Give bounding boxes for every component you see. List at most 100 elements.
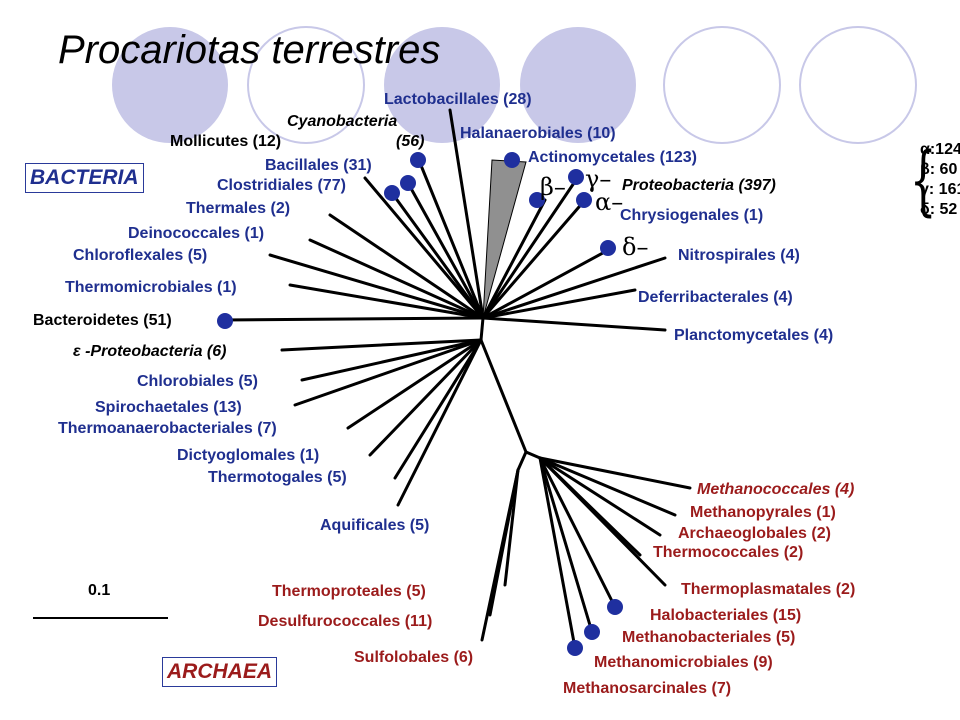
tree-branch [481,198,587,320]
label-desulfurococcales: Desulfurococcales (11) [258,613,432,630]
page-title: Procariotas terrestres [58,28,441,72]
label-cyanobacteria: Cyanobacteria [287,113,397,130]
background-circle [112,27,228,143]
label-cyanobacteria_count: (56) [396,133,424,150]
tree-branch [393,338,483,480]
tree-dot [529,192,545,208]
tree-branch [479,338,528,454]
archaea-domain-box: ARCHAEA [162,657,277,687]
tree-branch [538,456,667,587]
greek-beta: β– [540,173,566,201]
label-thermotogales: Thermotogales (5) [208,469,347,486]
count-gamma: γ: 161 [920,181,960,198]
tree-branch [406,181,485,320]
label-halanaerobiales: Halanaerobiales (10) [460,125,616,142]
label-thermomicrobiales: Thermomicrobiales (1) [65,279,237,296]
tree-branch [220,316,485,322]
tree-branch [481,256,667,320]
tree-branch [363,176,485,320]
label-dictyoglomales: Dictyoglomales (1) [177,447,319,464]
tree-dot [584,624,600,640]
label-methanosarcinales: Methanosarcinales (7) [563,680,731,697]
label-chlorobiales: Chlorobiales (5) [137,373,258,390]
tree-dot [504,152,520,168]
tree-branch [481,175,580,320]
scale-bar [33,617,168,619]
tree-branch [288,283,485,320]
label-methanobacteriales: Methanobacteriales (5) [622,629,795,646]
tree-branch [479,316,485,342]
label-thermococcales: Thermococcales (2) [653,544,803,561]
tree-branch [346,338,483,430]
label-deinococcales: Deinococcales (1) [128,225,264,242]
tree-branch [481,316,667,332]
background-circle [799,26,917,144]
tree-branches [220,108,692,650]
tree-dot [217,313,233,329]
label-sulfolobales: Sulfolobales (6) [354,649,473,666]
label-nitrospirales: Nitrospirales (4) [678,247,800,264]
tree-branch [308,238,485,320]
tree-branch [481,288,637,320]
tree-dot [568,169,584,185]
label-spirochaetales: Spirochaetales (13) [95,399,242,416]
tree-branch [481,246,614,320]
tree-branch [328,213,485,320]
background-circle [384,27,500,143]
label-aquificales: Aquificales (5) [320,517,429,534]
tree-dot [607,599,623,615]
tree-branch [524,450,542,460]
label-archaeoglobales: Archaeoglobales (2) [678,525,831,542]
label-thermoplasmatales: Thermoplasmatales (2) [681,581,855,598]
tree-labels: Lactobacillales (28) Cyanobacteria (56) Mol… [33,91,855,697]
label-lactobacillales: Lactobacillales (28) [384,91,532,108]
tree-branch [268,253,485,320]
bacteria-domain-box: BACTERIA [25,163,144,193]
proteobacteria-brace: { [909,135,937,224]
tree-branch [293,338,483,407]
label-thermoproteales: Thermoproteales (5) [272,583,426,600]
count-alpha: α:124 [920,141,960,158]
tree-dot [576,192,592,208]
label-thermoanaerobacteriales: Thermoanaerobacteriales (7) [58,420,277,437]
background-circle [663,26,781,144]
tree-branch [416,156,485,320]
background-circle [247,26,365,144]
background-circle [520,27,636,143]
tree-branch [538,456,662,537]
label-halobacteriales: Halobacteriales (15) [650,607,801,624]
tree-branch [300,338,483,382]
tree-dot [410,152,426,168]
label-proteobacteria: Proteobacteria (397) [622,177,776,194]
tree-branch [481,198,547,320]
tree-branch [538,456,617,609]
label-chrysiogenales: Chrysiogenales (1) [620,207,763,224]
label-mollicutes: Mollicutes (12) [170,133,281,150]
label-chloroflexales: Chloroflexales (5) [73,247,207,264]
tree-dot [400,175,416,191]
tree-branch [368,338,483,457]
label-deferribacterales: Deferribacterales (4) [638,289,793,306]
tree-branch [448,108,485,320]
tree-branch [280,338,483,352]
tree-branch [390,191,485,320]
label-clostridiales: Clostridiales (77) [217,177,346,194]
label-thermales: Thermales (2) [186,200,290,217]
tree-dot [384,185,400,201]
greek-delta: δ– [622,233,648,261]
count-beta: β: 60 [920,161,958,178]
tree-dot [567,640,583,656]
tree-branch [396,338,483,507]
tree-branch [538,456,677,517]
tree-branch [516,450,528,472]
label-methanococcales: Methanococcales (4) [697,481,854,498]
label-epsilon: ε -Proteobacteria (6) [73,343,226,360]
label-planctomycetales: Planctomycetales (4) [674,327,833,344]
greek-gamma: γ– [585,165,611,193]
scale-label: 0.1 [88,582,111,599]
tree-branch [538,456,594,634]
count-delta: δ: 52 [920,201,958,218]
greek-alpha: α– [595,188,623,216]
tree-branch [503,468,520,587]
